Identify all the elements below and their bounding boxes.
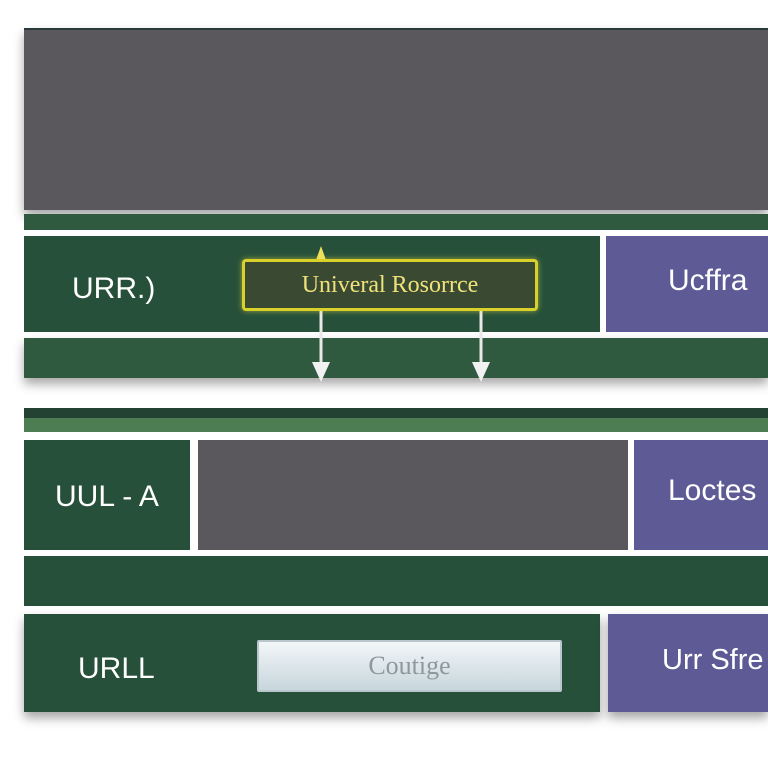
top-strip <box>24 214 768 230</box>
row2-right-block <box>634 440 768 550</box>
row3-right-label: Urr Sfre <box>662 644 764 676</box>
row3-text-field[interactable]: Coutige <box>257 640 562 692</box>
row1-right-block <box>606 236 768 332</box>
row3-left-label: URLL <box>78 652 155 685</box>
row1-left-label: URR.) <box>72 272 156 305</box>
down-arrow-right <box>472 310 490 382</box>
row3-right-block <box>608 614 768 712</box>
top-panel <box>24 28 768 210</box>
row2-middle-block <box>198 440 628 550</box>
separator-dark-strip <box>24 408 768 418</box>
row2-left-block <box>24 440 190 550</box>
row1-bottom-strip <box>24 338 768 378</box>
row2-right-label: Loctes <box>668 474 757 507</box>
row2-left-label: UUL - A <box>55 480 159 513</box>
row2-bottom-strip <box>24 556 768 606</box>
separator-light-strip <box>24 418 768 432</box>
universal-resource-callout: Univeral Rosorrce <box>242 259 538 311</box>
row1-right-label: Ucffra <box>668 264 748 297</box>
